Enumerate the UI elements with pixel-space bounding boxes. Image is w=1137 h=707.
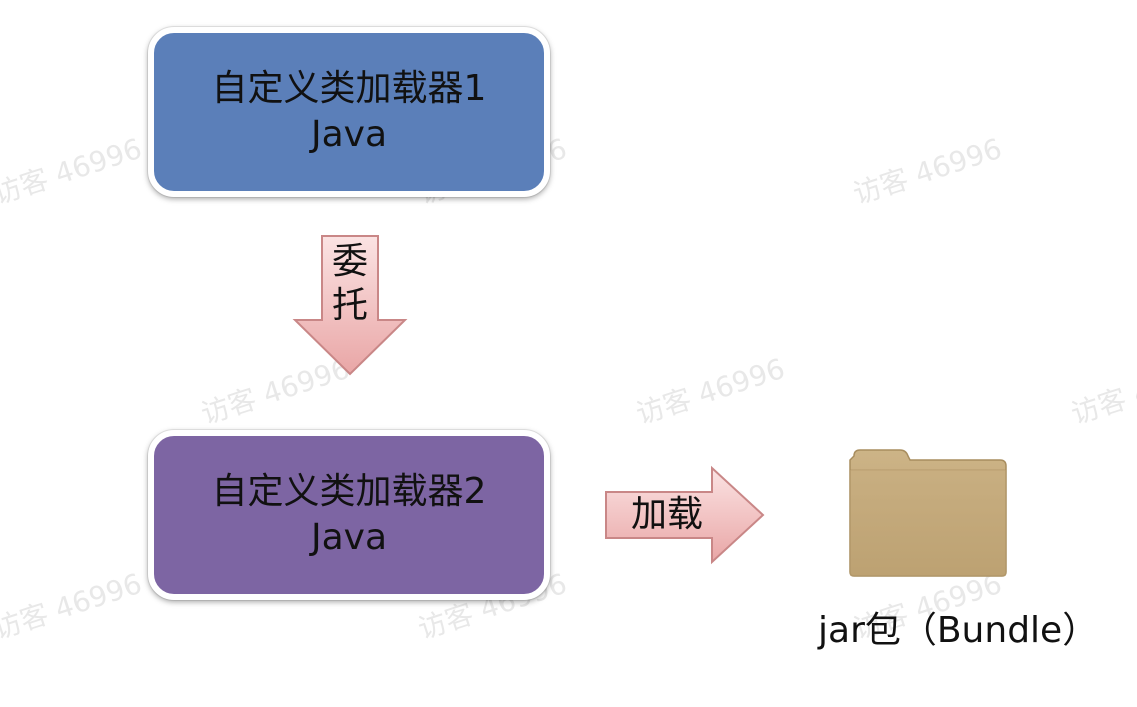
node-title: 自定义类加载器2 — [211, 471, 487, 512]
load-arrow — [605, 465, 765, 565]
custom-classloader-1-node: 自定义类加载器1 Java — [148, 27, 550, 197]
jar-bundle-label: jar包（Bundle） — [818, 610, 1099, 651]
delegate-label-char: 托 — [331, 285, 368, 326]
node-subtitle: Java — [310, 114, 388, 155]
folder-icon — [849, 449, 1007, 577]
node-title: 自定义类加载器1 — [211, 68, 487, 109]
delegate-label: 委 托 — [322, 240, 378, 328]
delegate-arrow — [292, 235, 408, 376]
load-label: 加载 — [630, 494, 703, 535]
custom-classloader-2-node: 自定义类加载器2 Java — [148, 430, 550, 600]
delegate-label-char: 委 — [331, 241, 368, 282]
node-subtitle: Java — [310, 517, 388, 558]
